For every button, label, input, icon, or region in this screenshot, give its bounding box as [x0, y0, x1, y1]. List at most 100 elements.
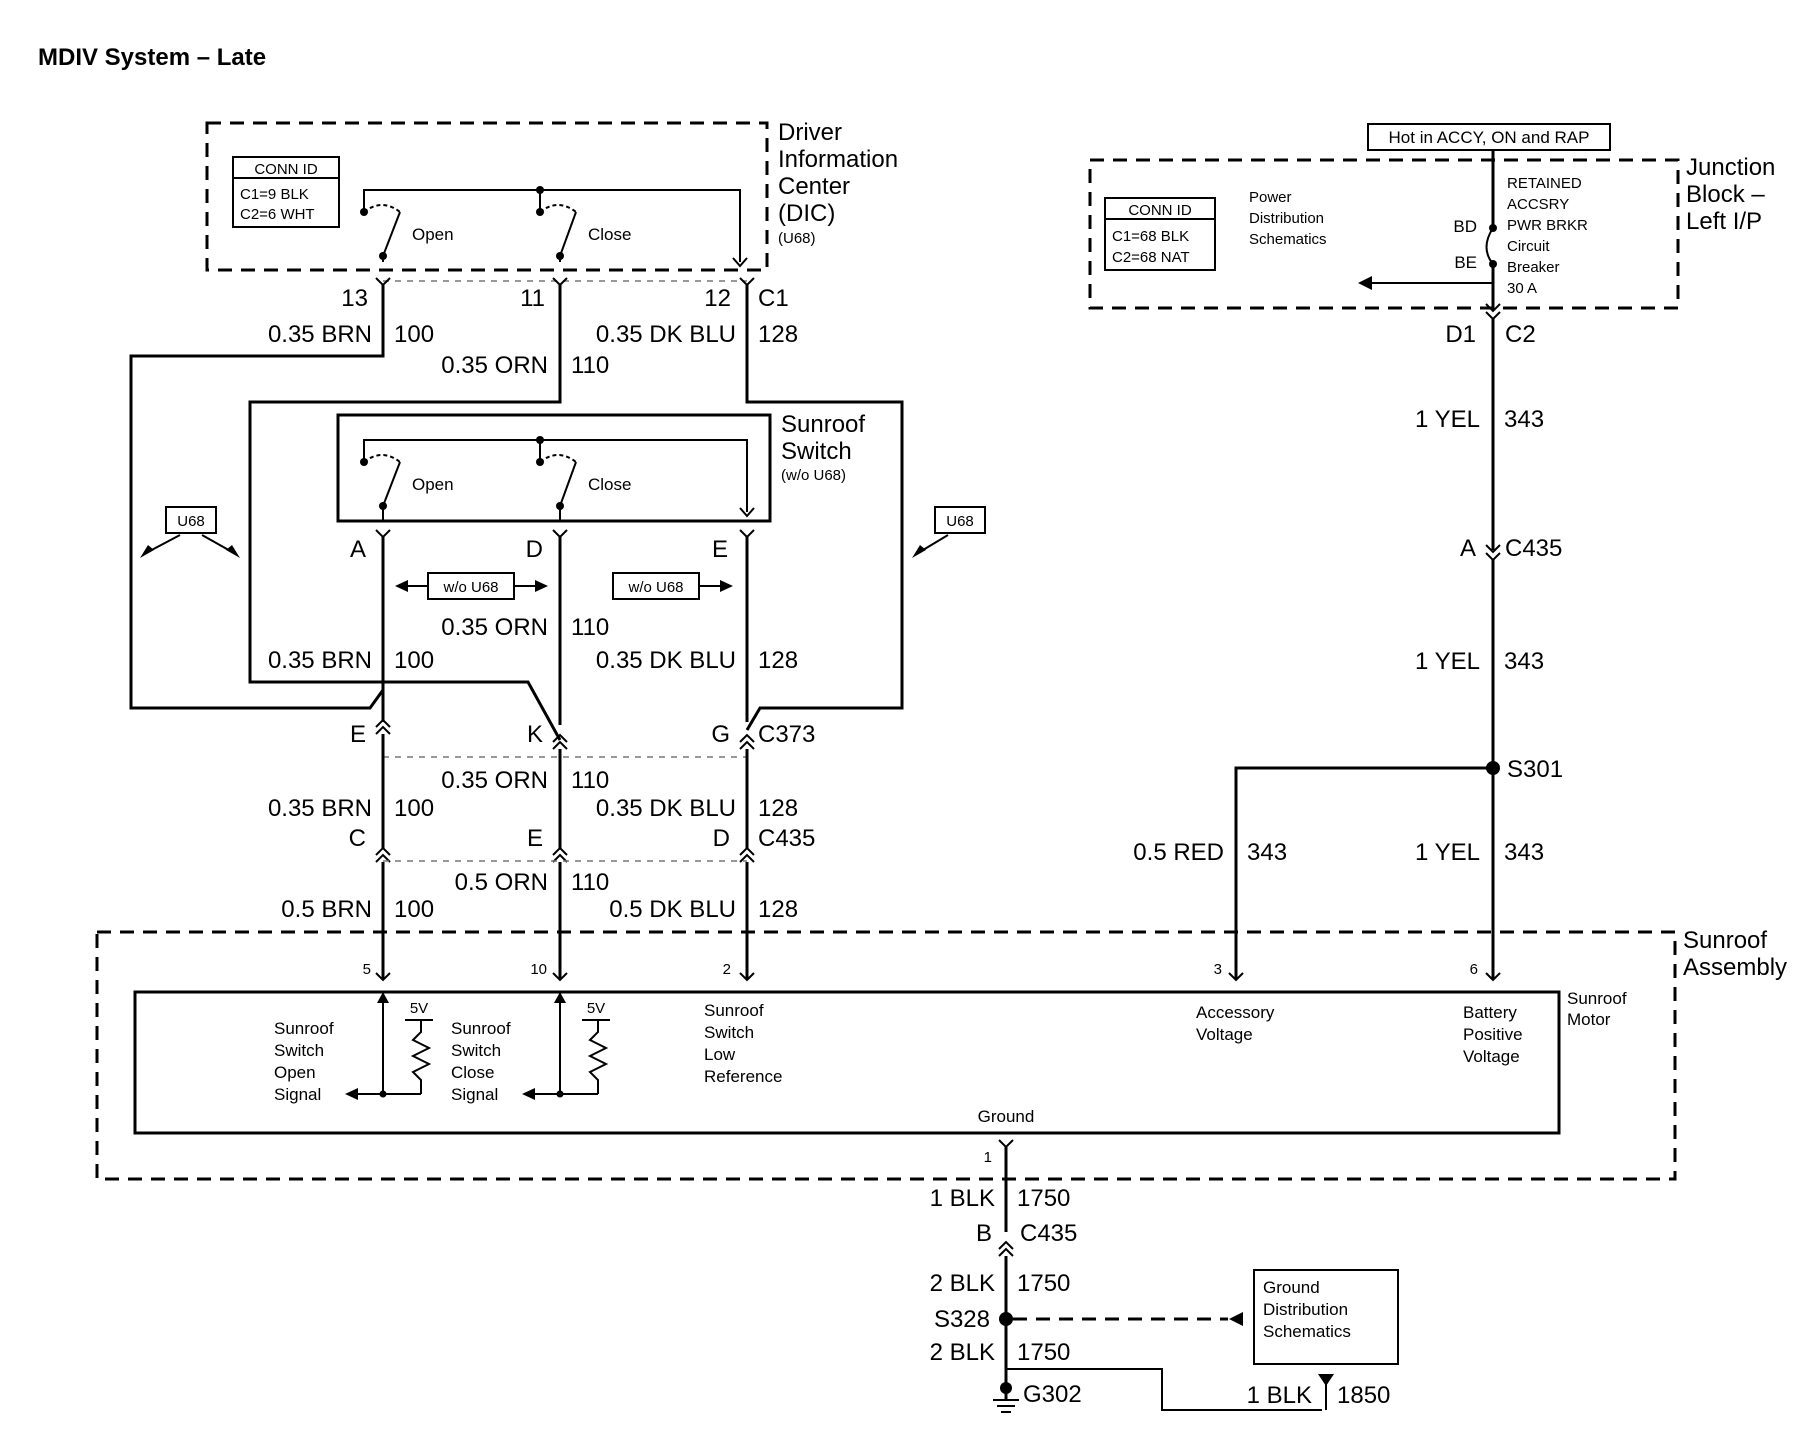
wire-label-dkblu-035-low: 0.35 DK BLU: [596, 795, 736, 822]
wire-label-orn-035-top: 0.35 ORN: [441, 352, 548, 379]
c373-name: C373: [758, 721, 815, 748]
dic-pin-12: 12: [704, 285, 731, 312]
wire-label-dkblu-035-mid: 0.35 DK BLU: [596, 647, 736, 674]
dic-conn-id-box: [232, 156, 340, 228]
wire-label-orn-035-low: 0.35 ORN: [441, 767, 548, 794]
wire-circuit-128-mid: 128: [758, 647, 798, 674]
c435-name-gnd: C435: [1020, 1220, 1077, 1247]
jb-conn-id-line-2: C2=68 NAT: [1112, 249, 1190, 266]
wire-label-yel-1-lower: 1 YEL: [1415, 839, 1480, 866]
ground-dist-ref-box: [1253, 1269, 1399, 1365]
junction-block: Hot in ACCY, ON and RAP Junction Block –…: [1088, 123, 1775, 348]
c373-pin-k: K: [527, 721, 543, 748]
jb-pin-d1: D1: [1445, 321, 1476, 348]
wire-circuit-110-bottom: 110: [571, 869, 609, 896]
u68-label-left: U68: [177, 513, 205, 530]
dic-open-label: Open: [412, 225, 454, 244]
dic-outline: [205, 121, 769, 272]
close-signal-label-3: Close: [451, 1063, 494, 1082]
wire-label-orn-05: 0.5 ORN: [455, 869, 548, 896]
c435-name-yel: C435: [1505, 535, 1562, 562]
wire-label-brn-05: 0.5 BRN: [281, 896, 372, 923]
wire-circuit-1850: 1850: [1337, 1382, 1390, 1409]
low-ref-label-4: Reference: [704, 1067, 782, 1086]
sunroof-motor-label-1: Sunroof: [1567, 989, 1627, 1008]
ground-g302-label: G302: [1023, 1381, 1082, 1408]
open-pullup-resistor: [410, 1020, 432, 1094]
sunroof-switch: Sunroof Switch (w/o U68) Open Close: [336, 411, 865, 523]
jb-conn-id-box: [1104, 197, 1216, 271]
wire-circuit-110-mid: 110: [571, 614, 609, 641]
batt-voltage-label-3: Voltage: [1463, 1047, 1520, 1066]
assembly-pin-10: 10: [530, 961, 547, 978]
wire-label-orn-035-mid: 0.35 ORN: [441, 614, 548, 641]
wire-orn-110-u68: [248, 285, 562, 741]
breaker-label-5: Breaker: [1507, 259, 1560, 276]
wire-circuit-100-low: 100: [394, 795, 434, 822]
dic-conn-id-line-2: C2=6 WHT: [240, 206, 315, 223]
close-signal-label-4: Signal: [451, 1085, 498, 1104]
sunroof-switch-open-label: Open: [412, 475, 454, 494]
u68-label-right: U68: [946, 513, 974, 530]
wire-red-343: [1234, 766, 1493, 980]
wo-u68-callout-1: w/o U68: [395, 572, 548, 600]
wire-circuit-100-top: 100: [394, 321, 434, 348]
hot-in-label: Hot in ACCY, ON and RAP: [1389, 128, 1590, 147]
c435-pin-c: C: [349, 825, 366, 852]
jb-connector-c2: C2: [1505, 321, 1536, 348]
u68-callout-right: U68: [912, 506, 986, 558]
motor-ground-label: Ground: [978, 1107, 1035, 1126]
sunroof-switch-open-contact: [382, 461, 401, 507]
c435-pin-d: D: [713, 825, 730, 852]
close-5v-label: 5V: [587, 1000, 605, 1017]
wire-circuit-1750-a: 1750: [1017, 1185, 1070, 1212]
dic-label-3: Center: [778, 173, 850, 200]
wire-label-dkblu-035-top: 0.35 DK BLU: [596, 321, 736, 348]
dic-close-switch: [559, 211, 577, 257]
dic-pin-11: 11: [520, 285, 545, 312]
wire-label-blk-1: 1 BLK: [930, 1185, 995, 1212]
breaker-label-4: Circuit: [1507, 238, 1550, 255]
assembly-pin-1: 1: [984, 1149, 992, 1166]
low-ref-label-2: Switch: [704, 1023, 754, 1042]
wire-circuit-128-bottom: 128: [758, 896, 798, 923]
power-dist-ref-3: Schematics: [1249, 231, 1327, 248]
sunroof-assembly-outline: [95, 930, 1677, 1181]
wo-u68-label-2: w/o U68: [627, 579, 683, 596]
jb-conn-id-header: CONN ID: [1128, 202, 1192, 219]
splice-s328-label: S328: [934, 1306, 990, 1333]
breaker-label-3: PWR BRKR: [1507, 217, 1588, 234]
junction-block-label-2: Block –: [1686, 181, 1765, 208]
wire-label-yel-1-upper: 1 YEL: [1415, 406, 1480, 433]
ground-dist-ref-1: Ground: [1263, 1278, 1320, 1297]
assembly-pin-3: 3: [1214, 961, 1222, 978]
breaker-label-6: 30 A: [1507, 280, 1537, 297]
wire-circuit-343-lower: 343: [1504, 839, 1544, 866]
jb-terminal-be: BE: [1454, 253, 1477, 272]
wire-circuit-1750-b: 1750: [1017, 1270, 1070, 1297]
wire-circuit-343-upper: 343: [1504, 406, 1544, 433]
sunroof-switch-outline: [336, 413, 772, 523]
wire-circuit-100-mid: 100: [394, 647, 434, 674]
low-ref-label-3: Low: [704, 1045, 736, 1064]
junction-block-label-1: Junction: [1686, 154, 1775, 181]
open-signal-label-1: Sunroof: [274, 1019, 334, 1038]
wire-label-red-05: 0.5 RED: [1133, 839, 1224, 866]
splice-s301-label: S301: [1507, 756, 1563, 783]
assembly-pin-5: 5: [363, 961, 371, 978]
power-dist-ref-2: Distribution: [1249, 210, 1324, 227]
open-5v-label: 5V: [410, 1000, 428, 1017]
breaker-label-2: ACCSRY: [1507, 196, 1569, 213]
sunroof-switch-option: (w/o U68): [781, 467, 846, 484]
circuit-breaker-symbol: [1485, 227, 1494, 265]
dic-label-1: Driver: [778, 119, 842, 146]
wire-label-blk-2-a: 2 BLK: [930, 1270, 995, 1297]
wire-circuit-110-low: 110: [571, 767, 609, 794]
sunroof-switch-pin-a: A: [350, 536, 366, 563]
connector-c435: C E D C435: [349, 825, 815, 863]
ground-dist-ref-2: Distribution: [1263, 1300, 1348, 1319]
wire-dkblu-128-u68: [745, 285, 904, 731]
sunroof-motor-label-2: Motor: [1567, 1010, 1611, 1029]
wire-circuit-1750-c: 1750: [1017, 1339, 1070, 1366]
